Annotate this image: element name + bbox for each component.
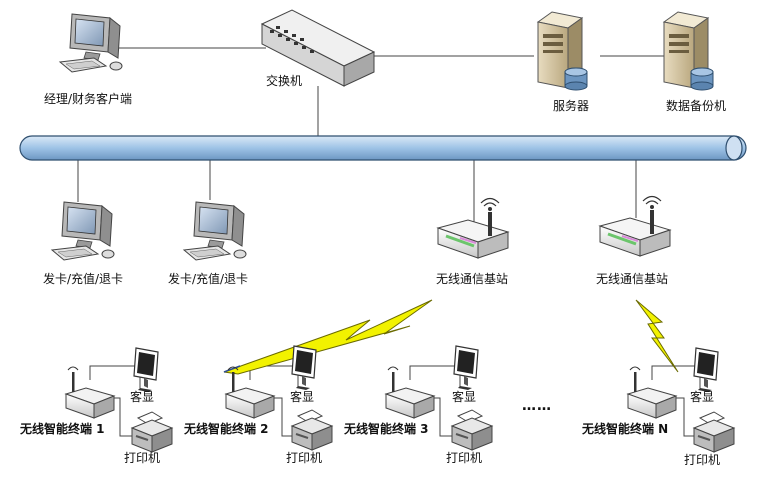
display-n-label: 客显: [690, 390, 715, 404]
terminal-1-label: 无线智能终端 1: [20, 422, 105, 436]
wireless-link-lightning-2: [635, 299, 679, 373]
network-backbone-bus: [19, 135, 747, 161]
card-station-1-icon: [51, 201, 115, 261]
more-terminals-ellipsis: ……: [522, 398, 552, 414]
terminal-n-label: 无线智能终端 N: [582, 422, 669, 436]
server-label: 服务器: [552, 99, 590, 113]
switch-label: 交换机: [265, 74, 303, 88]
printer-2-icon: [291, 409, 333, 451]
display-n-icon: [693, 347, 719, 393]
manager-client-label: 经理/财务客户端: [43, 92, 133, 106]
base-station-2-icon: [598, 195, 672, 258]
server-icon: [537, 11, 588, 91]
display-3-label: 客显: [452, 390, 477, 404]
display-2-icon: [291, 345, 317, 391]
backup-server-icon: [663, 11, 714, 91]
switch-device: [260, 9, 376, 87]
card-station-2-icon: [183, 201, 247, 261]
display-3-icon: [453, 345, 479, 391]
terminal-2-label: 无线智能终端 2: [184, 422, 269, 436]
display-2-label: 客显: [290, 390, 315, 404]
base-station-2-label: 无线通信基站: [595, 272, 669, 286]
printer-1-icon: [131, 411, 173, 453]
printer-2-label: 打印机: [286, 451, 323, 465]
manager-computer-icon: [59, 13, 123, 73]
printer-3-label: 打印机: [446, 451, 483, 465]
card-station-2-label: 发卡/充值/退卡: [167, 272, 249, 286]
display-1-icon: [133, 347, 159, 393]
printer-n-label: 打印机: [684, 453, 721, 467]
printer-n-icon: [693, 411, 735, 453]
base-station-1-icon: [436, 197, 510, 260]
base-station-1-label: 无线通信基站: [435, 272, 509, 286]
wireless-link-lightning-1: [223, 299, 433, 375]
printer-3-icon: [451, 409, 493, 451]
terminal-3-label: 无线智能终端 3: [344, 422, 429, 436]
printer-1-label: 打印机: [124, 451, 161, 465]
backup-label: 数据备份机: [665, 99, 727, 113]
display-1-label: 客显: [130, 390, 155, 404]
card-station-1-label: 发卡/充值/退卡: [42, 272, 124, 286]
